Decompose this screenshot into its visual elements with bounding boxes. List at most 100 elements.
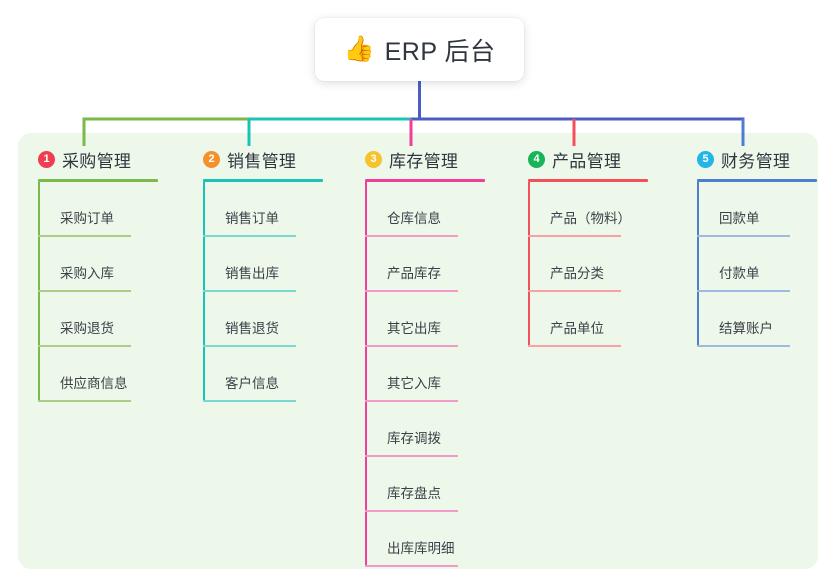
leaf-item[interactable]: 产品单位 [528, 292, 648, 347]
leaf-rule [528, 235, 621, 237]
root-title: ERP 后台 [384, 37, 496, 66]
column-2: 2 销售管理销售订单销售出库销售退货客户信息 [203, 146, 323, 402]
column-items: 产品（物料） 产品分类产品单位 [528, 182, 648, 347]
leaf-rule [38, 235, 131, 237]
root-node[interactable]: 👍 ERP 后台 [315, 18, 524, 81]
leaf-label: 出库库明细 [387, 541, 455, 556]
leaf-rule [697, 235, 790, 237]
leaf-item[interactable]: 销售退货 [203, 292, 323, 347]
leaf-label: 其它入库 [387, 376, 441, 391]
leaf-rule [203, 345, 296, 347]
column-title: 销售管理 [227, 151, 297, 171]
leaf-rule [697, 345, 790, 347]
column-header-rule [365, 179, 485, 182]
leaf-rule [38, 345, 131, 347]
leaf-rule [38, 290, 131, 292]
column-badge-1: 1 [38, 150, 55, 168]
column-header-rule [528, 179, 648, 182]
column-badge-5: 5 [697, 150, 714, 168]
column-items: 仓库信息产品库存其它出库其它入库库存调拨库存盘点出库库明细 [365, 182, 485, 567]
column-badge-2: 2 [203, 150, 220, 168]
column-badge-4: 4 [528, 150, 545, 168]
leaf-rule [203, 400, 296, 402]
column-header-5[interactable]: 5 财务管理 [697, 146, 817, 172]
leaf-label: 供应商信息 [60, 376, 128, 391]
leaf-label: 库存调拨 [387, 431, 441, 446]
leaf-item[interactable]: 其它出库 [365, 292, 485, 347]
leaf-label: 产品库存 [387, 266, 441, 281]
leaf-item[interactable]: 产品分类 [528, 237, 648, 292]
column-header-rule [38, 179, 158, 182]
leaf-label: 库存盘点 [387, 486, 441, 501]
leaf-rule [203, 235, 296, 237]
column-items: 采购订单采购入库采购退货供应商信息 [38, 182, 158, 402]
leaf-rule [203, 290, 296, 292]
leaf-item[interactable]: 其它入库 [365, 347, 485, 402]
column-header-4[interactable]: 4 产品管理 [528, 146, 648, 172]
leaf-label: 产品分类 [550, 266, 604, 281]
leaf-item[interactable]: 出库库明细 [365, 512, 485, 567]
leaf-item[interactable]: 供应商信息 [38, 347, 158, 402]
leaf-label: 销售订单 [225, 211, 279, 226]
thumbs-up-icon: 👍 [343, 35, 375, 63]
leaf-item[interactable]: 产品库存 [365, 237, 485, 292]
column-spine [203, 182, 205, 402]
column-spine [697, 182, 699, 347]
leaf-label: 产品单位 [550, 321, 604, 336]
leaf-item[interactable]: 采购入库 [38, 237, 158, 292]
diagram-panel [18, 133, 818, 569]
leaf-label: 客户信息 [225, 376, 279, 391]
leaf-label: 销售退货 [225, 321, 279, 336]
leaf-label: 结算账户 [719, 321, 773, 336]
column-header-1[interactable]: 1 采购管理 [38, 146, 158, 172]
leaf-rule [365, 455, 458, 457]
leaf-item[interactable]: 仓库信息 [365, 182, 485, 237]
leaf-item[interactable]: 回款单 [697, 182, 817, 237]
leaf-item[interactable]: 产品（物料） [528, 182, 648, 237]
leaf-label: 其它出库 [387, 321, 441, 336]
leaf-rule [528, 290, 621, 292]
leaf-label: 产品（物料） [550, 211, 631, 226]
column-header-3[interactable]: 3 库存管理 [365, 146, 485, 172]
leaf-rule [365, 290, 458, 292]
leaf-rule [365, 345, 458, 347]
leaf-item[interactable]: 采购退货 [38, 292, 158, 347]
leaf-item[interactable]: 销售出库 [203, 237, 323, 292]
leaf-label: 采购订单 [60, 211, 114, 226]
column-1: 1 采购管理采购订单采购入库采购退货供应商信息 [38, 146, 158, 402]
column-title: 财务管理 [721, 151, 791, 171]
column-3: 3 库存管理仓库信息产品库存其它出库其它入库库存调拨库存盘点出库库明细 [365, 146, 485, 567]
column-spine [38, 182, 40, 402]
leaf-label: 销售出库 [225, 266, 279, 281]
leaf-item[interactable]: 销售订单 [203, 182, 323, 237]
leaf-item[interactable]: 库存调拨 [365, 402, 485, 457]
leaf-label: 采购入库 [60, 266, 114, 281]
leaf-rule [38, 400, 131, 402]
column-header-2[interactable]: 2 销售管理 [203, 146, 323, 172]
leaf-rule [365, 565, 458, 567]
leaf-label: 仓库信息 [387, 211, 441, 226]
leaf-item[interactable]: 库存盘点 [365, 457, 485, 512]
column-title: 库存管理 [389, 151, 459, 171]
column-header-rule [697, 179, 817, 182]
leaf-rule [365, 235, 458, 237]
column-5: 5 财务管理回款单付款单结算账户 [697, 146, 817, 347]
column-items: 销售订单销售出库销售退货客户信息 [203, 182, 323, 402]
column-badge-3: 3 [365, 150, 382, 168]
leaf-item[interactable]: 结算账户 [697, 292, 817, 347]
leaf-item[interactable]: 付款单 [697, 237, 817, 292]
leaf-label: 采购退货 [60, 321, 114, 336]
leaf-label: 付款单 [719, 266, 760, 281]
leaf-item[interactable]: 采购订单 [38, 182, 158, 237]
column-title: 采购管理 [62, 151, 132, 171]
leaf-item[interactable]: 客户信息 [203, 347, 323, 402]
column-title: 产品管理 [552, 151, 622, 171]
column-spine [365, 182, 367, 567]
leaf-rule [365, 510, 458, 512]
column-header-rule [203, 179, 323, 182]
leaf-rule [365, 400, 458, 402]
column-items: 回款单付款单结算账户 [697, 182, 817, 347]
leaf-rule [697, 290, 790, 292]
column-spine [528, 182, 530, 347]
leaf-label: 回款单 [719, 211, 760, 226]
